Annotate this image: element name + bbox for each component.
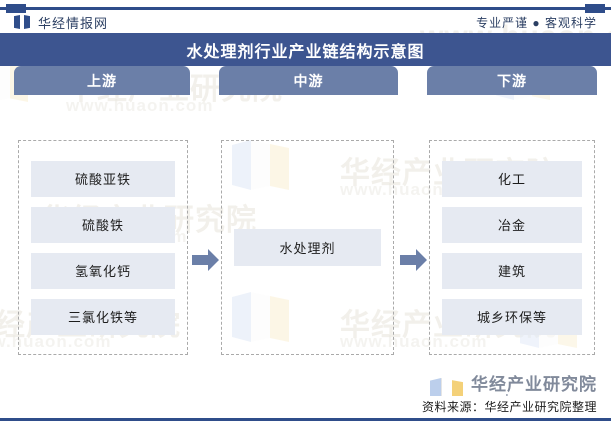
source-bar: 资料来源：华经产业研究院整理	[0, 396, 611, 418]
bottom-accent-line	[0, 418, 611, 421]
brand-bar: 华经情报网 专业严谨 ● 客观科学	[0, 10, 611, 33]
list-item: 冶金	[442, 206, 582, 243]
list-item: 硫酸亚铁	[31, 160, 175, 197]
arrow-right-icon	[400, 248, 428, 272]
watermark-brand-name: 华经产业研究院	[471, 375, 597, 395]
list-item: 硫酸铁	[31, 206, 175, 243]
brand-name: 华经情报网	[38, 16, 109, 31]
column-downstream: 下游	[427, 66, 597, 95]
list-item: 城乡环保等	[442, 298, 582, 335]
item-list-upstream: 硫酸亚铁 硫酸铁 氢氧化钙 三氯化铁等	[18, 140, 188, 355]
item-list-downstream: 化工 冶金 建筑 城乡环保等	[429, 140, 595, 355]
page-title: 水处理剂行业产业链结构示意图	[186, 43, 425, 61]
title-bar: 水处理剂行业产业链结构示意图	[0, 33, 611, 66]
list-item: 建筑	[442, 252, 582, 289]
source-text: 资料来源：华经产业研究院整理	[421, 400, 597, 414]
column-header-midstream: 中游	[219, 66, 398, 95]
group-box-downstream	[429, 140, 595, 355]
group-box-midstream	[221, 140, 394, 355]
industry-chain-diagram: 上游 中游 下游 硫酸亚铁 硫酸铁 氢氧化钙 三氯化铁等 水处理剂 化工 冶金 …	[0, 66, 611, 366]
group-box-upstream	[18, 140, 188, 355]
list-item: 化工	[442, 160, 582, 197]
list-item: 水处理剂	[234, 229, 381, 266]
column-header-downstream: 下游	[427, 66, 597, 95]
top-accent-line	[0, 4, 611, 13]
list-item: 氢氧化钙	[31, 252, 175, 289]
arrow-right-icon	[192, 248, 220, 272]
column-upstream: 上游	[14, 66, 190, 95]
list-item: 三氯化铁等	[31, 298, 175, 335]
item-list-midstream: 水处理剂	[221, 140, 394, 355]
column-header-upstream: 上游	[14, 66, 190, 95]
column-midstream: 中游	[219, 66, 398, 95]
book-logo-icon	[14, 15, 30, 29]
brand-slogan: 专业严谨 ● 客观科学	[476, 16, 597, 30]
